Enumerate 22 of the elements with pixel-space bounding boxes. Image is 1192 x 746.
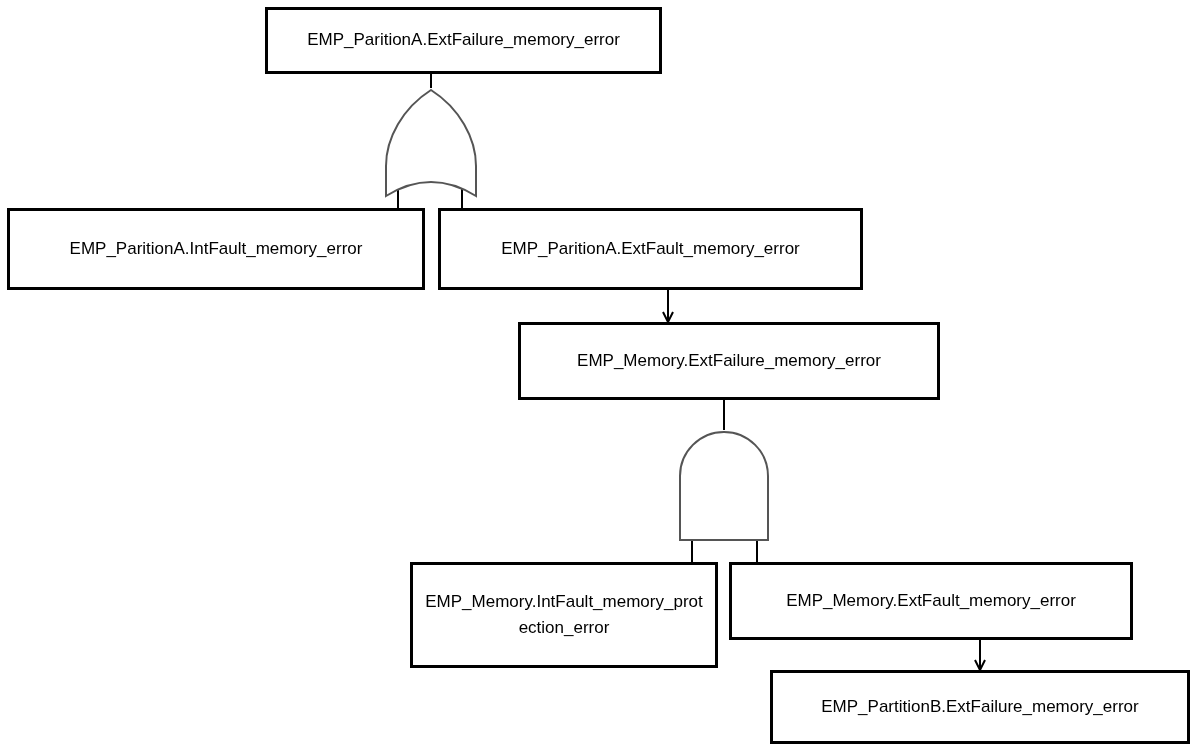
and-gate-symbol [679, 431, 769, 541]
or-gate-symbol [385, 89, 477, 197]
event-box [438, 208, 863, 290]
connector-line [430, 73, 432, 89]
event-label: EMP_Memory.ExtFailure_memory_error [577, 349, 881, 372]
arrow [974, 639, 986, 671]
event-box [518, 322, 940, 400]
event-box [265, 7, 662, 74]
arrow [662, 289, 674, 323]
connector-line [756, 540, 758, 563]
event-box [770, 670, 1190, 744]
event-label: EMP_PartitionB.ExtFailure_memory_error [821, 695, 1139, 718]
event-label: EMP_Memory.IntFault_memory_protection_error [424, 590, 704, 639]
connector-line [691, 540, 693, 563]
event-label: EMP_Memory.ExtFault_memory_error [786, 589, 1076, 612]
event-box [7, 208, 425, 290]
event-label: EMP_ParitionA.ExtFault_memory_error [501, 237, 800, 260]
event-box [410, 562, 718, 668]
connector-line [723, 399, 725, 431]
event-label: EMP_ParitionA.IntFault_memory_error [69, 237, 363, 260]
event-label: EMP_ParitionA.ExtFailure_memory_error [307, 29, 620, 52]
event-box [729, 562, 1133, 640]
